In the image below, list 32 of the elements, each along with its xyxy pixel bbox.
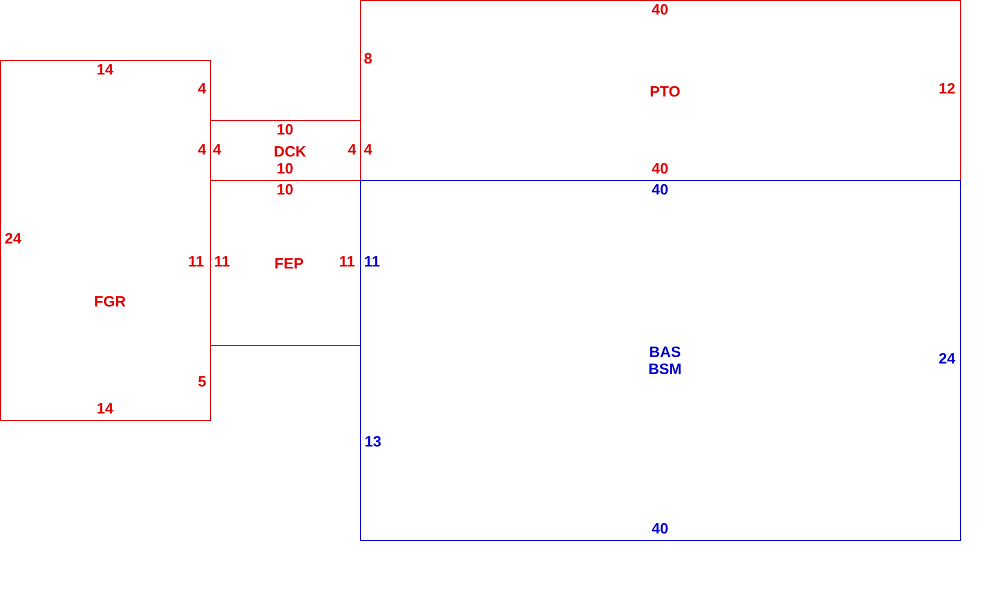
- room-outline: [360, 180, 961, 541]
- room-name: BAS BSM: [648, 344, 682, 378]
- dimension-label: 14: [96, 62, 114, 78]
- dimension-label: 11: [214, 254, 230, 270]
- dimension-label: 4: [198, 80, 206, 98]
- room-name: DCK: [274, 144, 306, 160]
- dimension-label: 14: [96, 400, 114, 418]
- room-name: FGR: [94, 294, 126, 310]
- dimension-label: 8: [364, 50, 372, 68]
- dimension-label: 40: [652, 182, 668, 198]
- dimension-label: 13: [364, 434, 382, 450]
- dimension-label: 11: [339, 254, 355, 270]
- room-name: PTO: [650, 84, 680, 100]
- room-name: FEP: [274, 256, 304, 272]
- dimension-label: 11: [188, 254, 204, 270]
- dimension-label: 11: [364, 254, 380, 270]
- room-outline: [360, 0, 961, 181]
- dimension-label: 40: [652, 160, 668, 178]
- dimension-label: 40: [652, 520, 668, 538]
- dimension-label: 10: [276, 122, 294, 138]
- dimension-label: 24: [938, 350, 956, 368]
- dimension-label: 10: [276, 160, 294, 178]
- room-outline: [0, 60, 211, 421]
- dimension-label: 4: [348, 142, 356, 158]
- dimension-label: 5: [198, 374, 206, 390]
- dimension-label: 4: [364, 142, 372, 158]
- dimension-label: 12: [938, 80, 956, 98]
- dimension-label: 10: [276, 182, 294, 198]
- dimension-label: 4: [198, 142, 206, 158]
- dimension-label: 4: [212, 142, 222, 158]
- dimension-label: 24: [4, 230, 22, 248]
- dimension-label: 40: [652, 2, 668, 18]
